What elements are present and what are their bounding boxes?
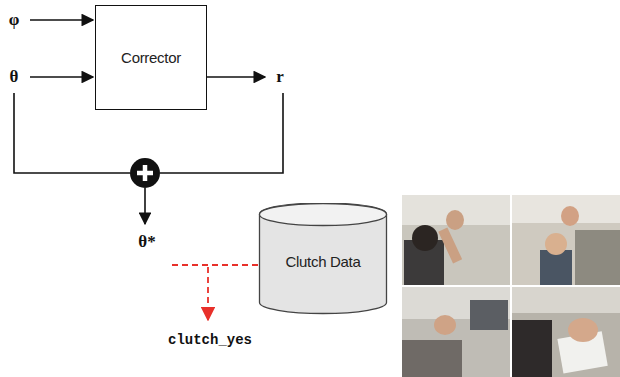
signal-name: θ (10, 67, 19, 87)
dashed-link (172, 264, 258, 266)
photo-montage (402, 195, 620, 377)
output-label: clutch_yes (168, 332, 252, 348)
dashed-arrow (207, 267, 209, 320)
output-arrow (207, 76, 265, 78)
input-arrow (30, 19, 93, 21)
signal-name: r (276, 67, 284, 87)
input-arrow (30, 76, 93, 78)
process-box: Corrector (95, 5, 207, 110)
node-text: Corrector (121, 49, 181, 66)
signal-name: φ (9, 10, 20, 30)
signal-name: θ* (138, 232, 155, 252)
sum-junction (130, 158, 160, 188)
database-cylinder: Clutch Data (258, 203, 388, 315)
sum-arrow (144, 188, 146, 224)
node-text: Clutch Data (285, 253, 360, 270)
